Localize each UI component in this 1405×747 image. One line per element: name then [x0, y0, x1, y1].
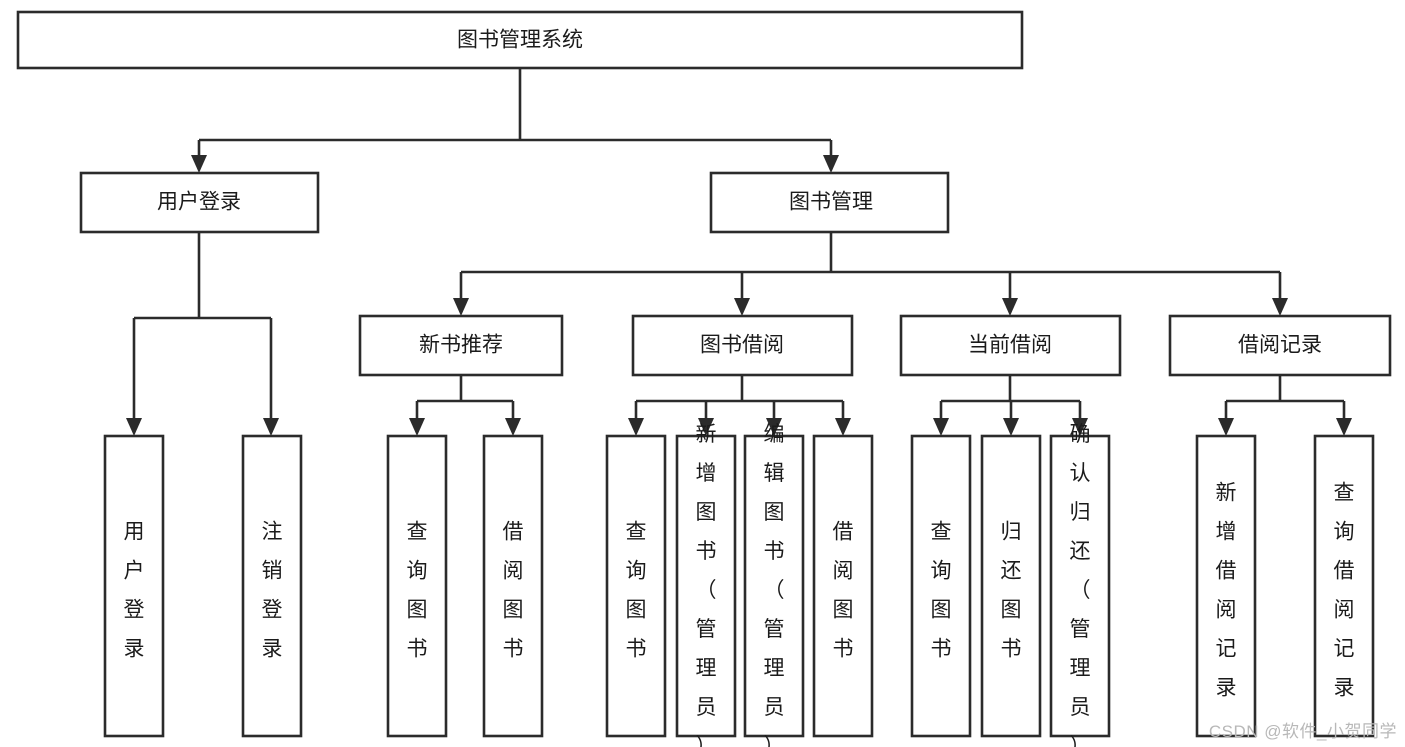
node-leaf-add-book-label: 新增图书（管理员） [696, 423, 717, 747]
node-leaf-confirm-return-box[interactable] [1049, 434, 1111, 738]
node-leaf-edit-book-box[interactable] [743, 434, 805, 738]
arrow-to-book-manage [823, 155, 839, 173]
node-leaf-borrow-book-2[interactable]: 借阅图书 [812, 434, 874, 738]
connector-bookmanage-to-level3 [453, 232, 1288, 316]
node-leaf-user-login[interactable]: 用户登录 [103, 434, 165, 738]
arrow-to-leaf-borrow-book-2 [835, 418, 851, 436]
arrow-to-book-borrow [734, 298, 750, 316]
node-leaf-borrow-book-2-label: 借阅图书 [833, 520, 854, 660]
node-book-borrow[interactable]: 图书借阅 [631, 314, 854, 377]
arrow-to-user-login [191, 155, 207, 173]
arrow-to-leaf-borrow-book-1 [505, 418, 521, 436]
node-root[interactable]: 图书管理系统 [16, 10, 1024, 70]
node-leaf-query-book-3[interactable]: 查询图书 [910, 434, 972, 738]
node-leaf-add-record[interactable]: 新增借阅记录 [1195, 434, 1257, 738]
node-current-borrow-label: 当前借阅 [968, 334, 1052, 357]
node-current-borrow-box[interactable] [899, 314, 1122, 377]
node-book-manage-label: 图书管理 [789, 191, 873, 214]
node-leaf-query-record-box[interactable] [1313, 434, 1375, 738]
node-leaf-return-book-box[interactable] [980, 434, 1042, 738]
node-borrow-record-box[interactable] [1168, 314, 1392, 377]
arrow-to-leaf-return-book [1003, 418, 1019, 436]
arrow-to-leaf-add-book [698, 418, 714, 436]
connector-userlogin-to-leaves [126, 232, 279, 436]
arrow-to-leaf-query-book-3 [933, 418, 949, 436]
node-root-label: 图书管理系统 [457, 29, 583, 52]
arrow-to-leaf-confirm-return [1072, 418, 1088, 436]
node-leaf-query-record-label: 查询借阅记录 [1334, 481, 1355, 699]
node-current-borrow[interactable]: 当前借阅 [899, 314, 1122, 377]
node-book-borrow-label: 图书借阅 [700, 334, 784, 357]
node-leaf-logout-login-box[interactable] [241, 434, 303, 738]
node-leaf-add-record-label: 新增借阅记录 [1216, 481, 1237, 699]
node-user-login-label: 用户登录 [157, 191, 241, 214]
arrow-to-current-borrow [1002, 298, 1018, 316]
node-new-book-rec-box[interactable] [358, 314, 564, 377]
node-leaf-logout-login-label: 注销登录 [262, 520, 283, 660]
node-leaf-query-book-2-label: 查询图书 [626, 520, 647, 660]
node-leaf-user-login-box[interactable] [103, 434, 165, 738]
node-leaf-query-book-2-box[interactable] [605, 434, 667, 738]
node-leaf-confirm-return-label: 确认归还（管理员） [1070, 423, 1091, 747]
node-borrow-record[interactable]: 借阅记录 [1168, 314, 1392, 377]
node-leaf-add-book[interactable]: 新增图书（管理员） [675, 423, 737, 747]
node-book-manage-box[interactable] [709, 171, 950, 234]
connector-borrowrecord-to-leaves [1218, 375, 1352, 436]
node-leaf-query-book-1-box[interactable] [386, 434, 448, 738]
node-leaf-query-book-3-label: 查询图书 [931, 520, 952, 660]
arrow-to-borrow-record [1272, 298, 1288, 316]
node-leaf-logout-login[interactable]: 注销登录 [241, 434, 303, 738]
arrow-to-new-book-rec [453, 298, 469, 316]
arrow-to-leaf-query-record [1336, 418, 1352, 436]
node-leaf-edit-book[interactable]: 编辑图书（管理员） [743, 423, 805, 747]
node-borrow-record-label: 借阅记录 [1238, 334, 1322, 357]
node-leaf-confirm-return[interactable]: 确认归还（管理员） [1049, 423, 1111, 747]
arrow-to-leaf-query-book-2 [628, 418, 644, 436]
node-book-borrow-box[interactable] [631, 314, 854, 377]
node-user-login[interactable]: 用户登录 [79, 171, 320, 234]
connector-bookborrow-to-leaves [628, 375, 851, 436]
node-leaf-add-record-box[interactable] [1195, 434, 1257, 738]
node-leaf-user-login-label: 用户登录 [124, 520, 145, 660]
node-root-box[interactable] [16, 10, 1024, 70]
arrow-to-leaf-query-book-1 [409, 418, 425, 436]
node-leaf-add-book-box[interactable] [675, 434, 737, 738]
node-leaf-return-book-label: 归还图书 [1001, 520, 1022, 660]
connector-newbook-to-leaves [409, 375, 521, 436]
node-leaf-borrow-book-1-label: 借阅图书 [503, 520, 524, 660]
node-new-book-rec[interactable]: 新书推荐 [358, 314, 564, 377]
node-new-book-rec-label: 新书推荐 [419, 334, 503, 357]
connector-root-to-level2 [191, 68, 839, 173]
arrow-to-leaf-user-login [126, 418, 142, 436]
node-leaf-query-book-1[interactable]: 查询图书 [386, 434, 448, 738]
node-leaf-query-record[interactable]: 查询借阅记录 [1313, 434, 1375, 738]
node-leaf-borrow-book-1[interactable]: 借阅图书 [482, 434, 544, 738]
arrow-to-leaf-edit-book [766, 418, 782, 436]
node-leaf-query-book-2[interactable]: 查询图书 [605, 434, 667, 738]
node-leaf-query-book-1-label: 查询图书 [407, 520, 428, 660]
arrow-to-leaf-add-record [1218, 418, 1234, 436]
node-leaf-return-book[interactable]: 归还图书 [980, 434, 1042, 738]
node-leaf-query-book-3-box[interactable] [910, 434, 972, 738]
connector-currentborrow-to-leaves [933, 375, 1088, 436]
arrow-to-leaf-logout-login [263, 418, 279, 436]
node-leaf-borrow-book-1-box[interactable] [482, 434, 544, 738]
node-book-manage[interactable]: 图书管理 [709, 171, 950, 234]
node-user-login-box[interactable] [79, 171, 320, 234]
node-leaf-borrow-book-2-box[interactable] [812, 434, 874, 738]
node-leaf-edit-book-label: 编辑图书（管理员） [764, 423, 785, 747]
